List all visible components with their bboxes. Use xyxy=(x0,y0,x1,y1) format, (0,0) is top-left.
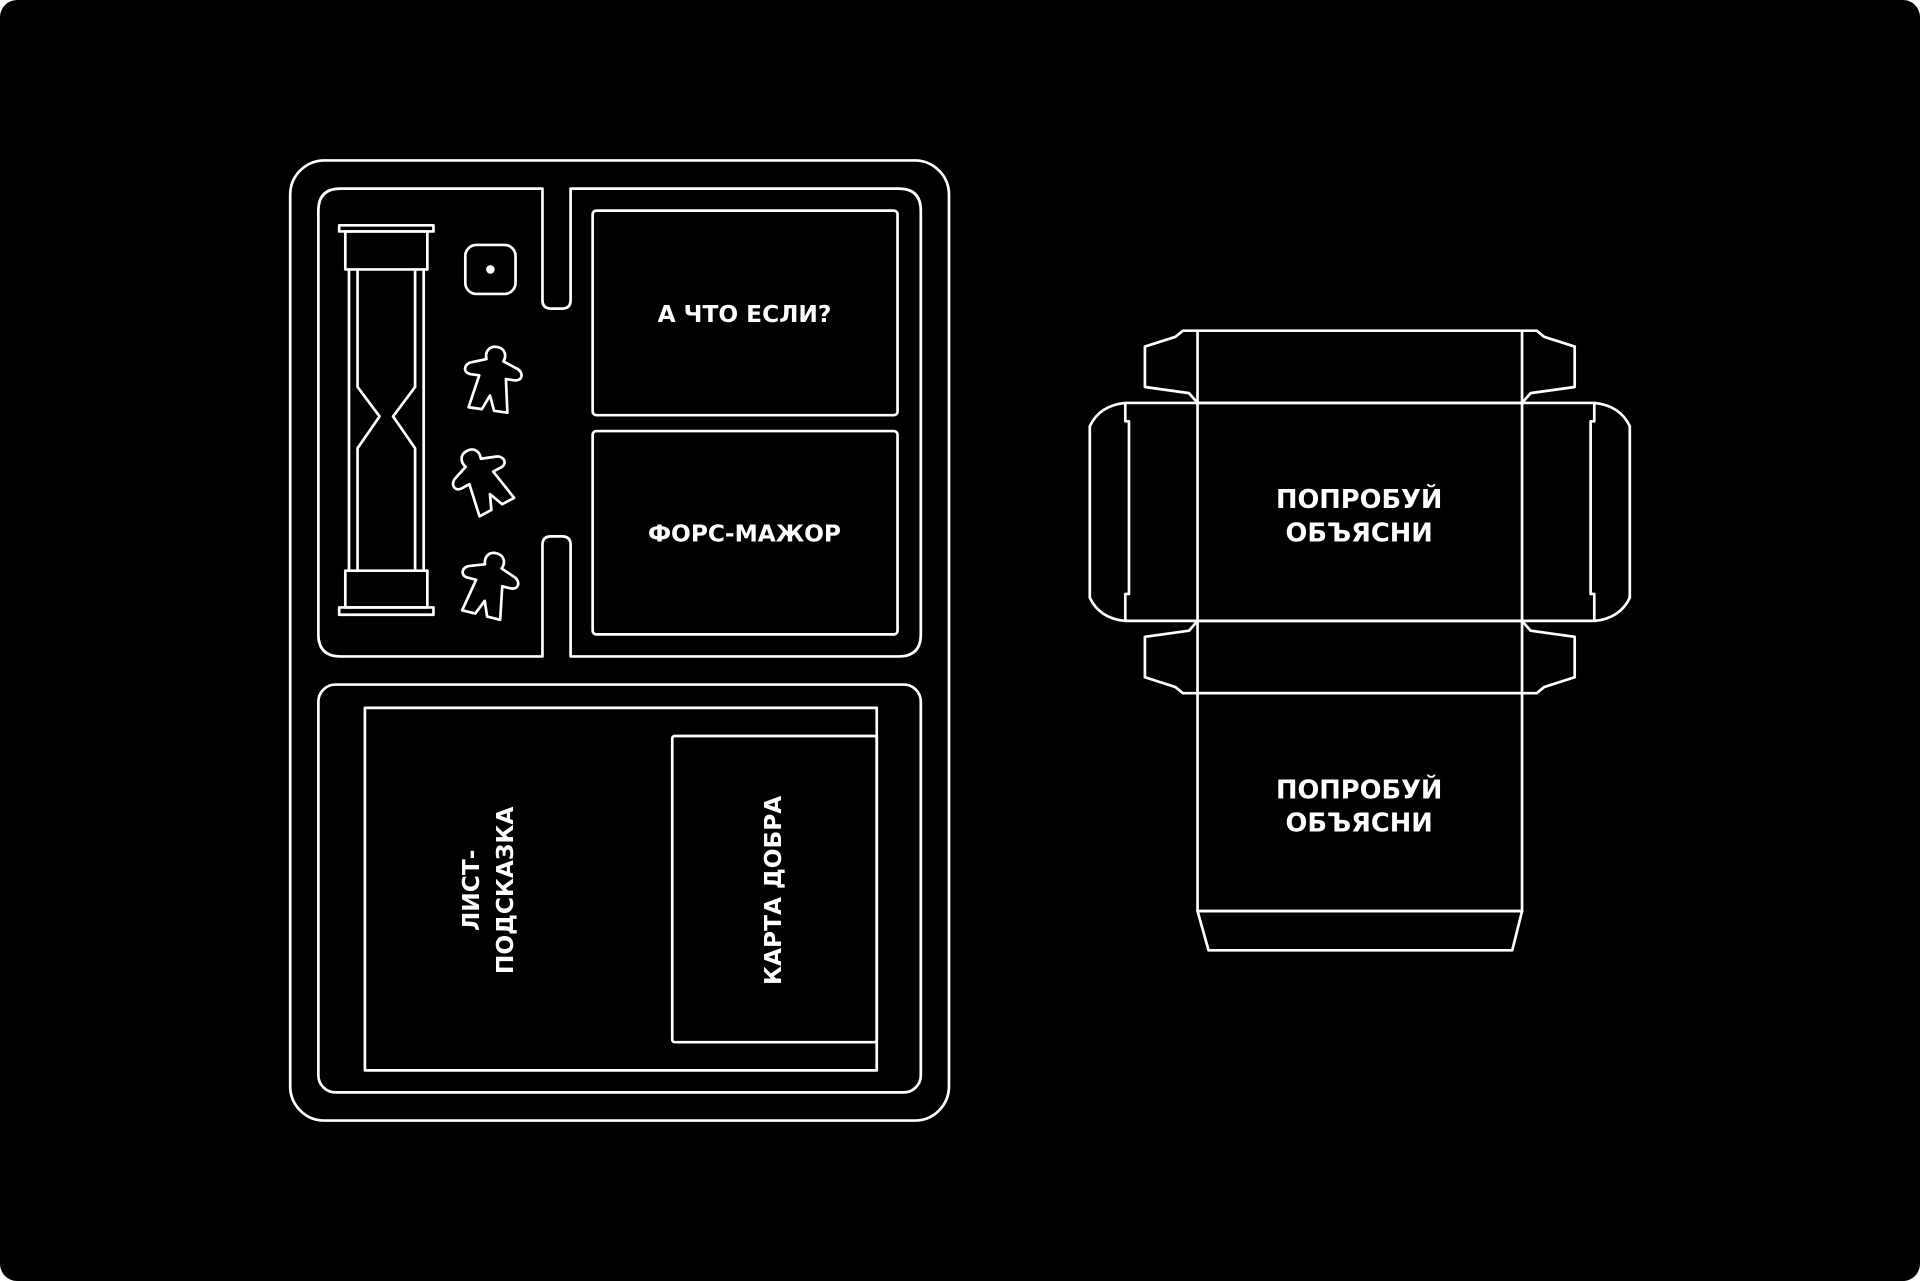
back-title-line2: ОБЪЯСНИ xyxy=(1286,809,1433,839)
hint-sheet-label-line2: ПОДСКАЗКА xyxy=(492,807,519,975)
card-slot-force-majeure xyxy=(591,429,899,636)
dust-flap-bottom-right xyxy=(1521,620,1577,695)
lid-title-line2: ОБЪЯСНИ xyxy=(1286,518,1433,548)
lower-compartment xyxy=(317,683,923,1094)
upper-compartment xyxy=(317,187,923,658)
hourglass-icon xyxy=(337,223,435,617)
kindness-card-label: КАРТА ДОБРА xyxy=(760,796,787,985)
card-slot-what-if-label: А ЧТО ЕСЛИ? xyxy=(658,301,832,328)
glue-flap xyxy=(1196,909,1524,952)
die-icon xyxy=(463,243,517,296)
back-title-line1: ПОПРОБУЙ xyxy=(1276,773,1442,805)
meeple-icon xyxy=(463,345,523,415)
box-net: ПОПРОБУЙ ОБЪЯСНИ ПОПРОБУЙ ОБЪЯСНИ xyxy=(1088,329,1632,952)
dust-flap-top-left xyxy=(1143,329,1199,404)
card-slot-what-if xyxy=(591,209,899,417)
lid-title-line1: ПОПРОБУЙ xyxy=(1276,483,1442,515)
card-slot-force-majeure-label: ФОРС-МАЖОР xyxy=(648,520,841,547)
dust-flap-bottom-left xyxy=(1143,620,1199,695)
meeple-icon xyxy=(460,551,520,622)
tray-outline xyxy=(288,159,951,1122)
dust-flap-top-right xyxy=(1521,329,1577,404)
right-side-flap xyxy=(1522,401,1632,623)
left-side-flap xyxy=(1088,401,1198,623)
kindness-card xyxy=(670,734,879,1044)
meeple-icon xyxy=(451,448,516,518)
hint-sheet-label-line1: ЛИСТ- xyxy=(458,850,485,931)
game-tray: А ЧТО ЕСЛИ? ФОРС-МАЖОР ЛИСТ- xyxy=(288,159,951,1122)
